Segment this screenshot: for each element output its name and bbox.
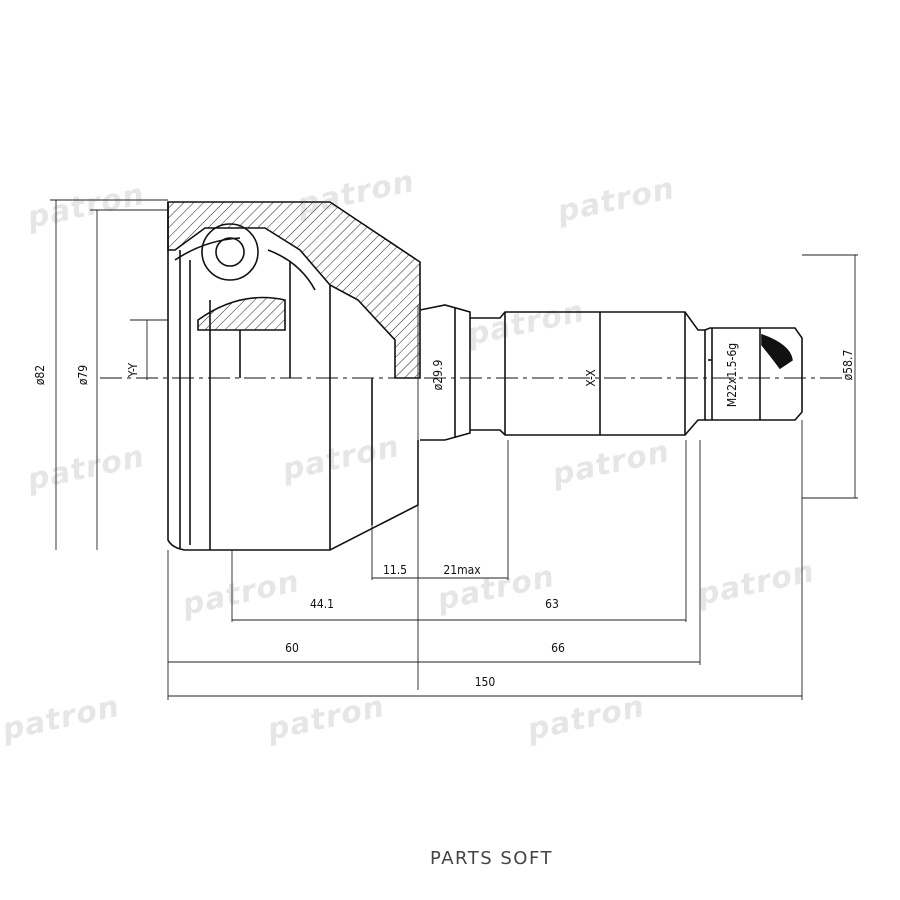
dim-21max-label: 21max bbox=[443, 563, 481, 577]
parts-soft-footer: PARTS SOFT bbox=[430, 848, 553, 869]
watermark-7: patron bbox=[548, 434, 672, 493]
watermark-10: patron bbox=[693, 554, 817, 613]
watermark-13: patron bbox=[523, 689, 647, 748]
dimension-labels: ø82 ø79 Y-Y ø29.9 X-X M22x1.5-6g ø58.7 1… bbox=[33, 343, 855, 689]
dim-d29-9-label: ø29.9 bbox=[431, 360, 445, 391]
dim-66-label: 66 bbox=[551, 641, 565, 655]
shaft-outline bbox=[419, 304, 706, 441]
thread-slot bbox=[761, 333, 793, 370]
dim-44-1-label: 44.1 bbox=[310, 597, 334, 611]
watermark-3: patron bbox=[553, 171, 677, 230]
watermark-layer: patron patron patron patron patron patro… bbox=[0, 164, 818, 748]
watermark-6: patron bbox=[278, 429, 402, 488]
thread-spec-label: M22x1.5-6g bbox=[725, 343, 739, 407]
ball-outer bbox=[201, 223, 259, 281]
ball-inner bbox=[215, 237, 245, 267]
dim-d58-7-label: ø58.7 bbox=[841, 350, 855, 381]
watermark-1: patron bbox=[23, 177, 147, 236]
watermark-4: patron bbox=[463, 294, 587, 353]
dim-150-label: 150 bbox=[475, 675, 496, 689]
housing-section-hatch bbox=[167, 201, 421, 379]
watermark-8: patron bbox=[178, 564, 302, 623]
watermark-5: patron bbox=[23, 439, 147, 498]
dimension-lines bbox=[50, 199, 858, 700]
axis-y-label: Y-Y bbox=[126, 362, 140, 378]
cage-arc bbox=[174, 237, 316, 291]
axis-x-label: X-X bbox=[584, 369, 598, 387]
cage-section bbox=[197, 296, 286, 331]
watermark-11: patron bbox=[0, 689, 123, 748]
dim-d82-label: ø82 bbox=[33, 365, 47, 385]
cv-joint-part bbox=[167, 201, 803, 551]
housing-outline bbox=[167, 202, 419, 551]
dim-11-5-label: 11.5 bbox=[383, 563, 407, 577]
watermark-12: patron bbox=[263, 689, 387, 748]
dim-60-label: 60 bbox=[285, 641, 299, 655]
thread-end bbox=[704, 327, 803, 421]
dim-d79-label: ø79 bbox=[76, 365, 90, 385]
dim-63-label: 63 bbox=[545, 597, 559, 611]
